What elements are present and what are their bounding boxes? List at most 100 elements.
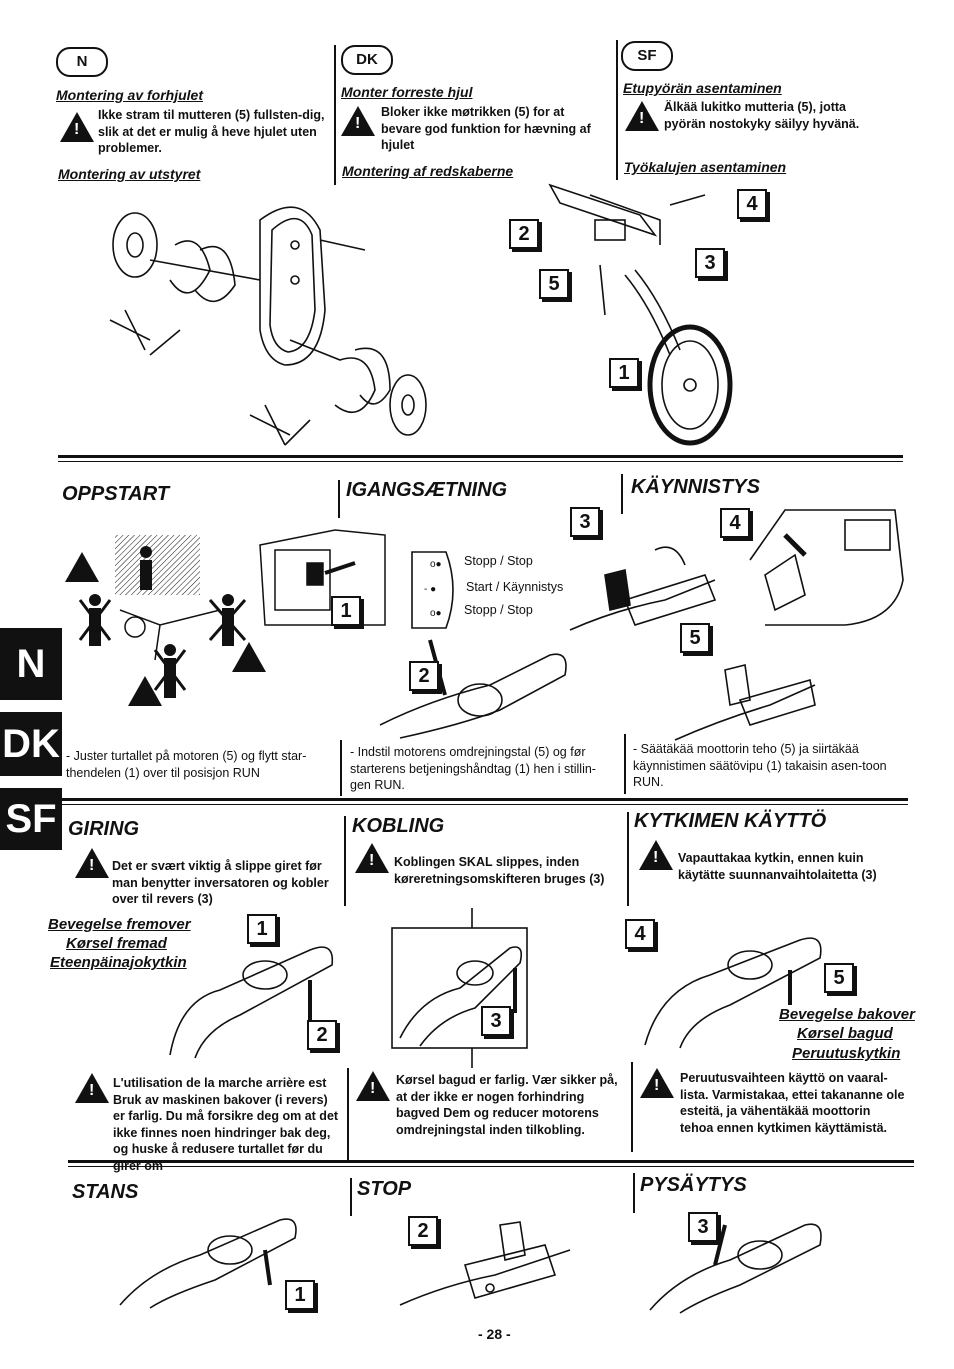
figure-tag: 1 [331,596,361,626]
figure-tag: 1 [247,914,277,944]
svg-text:o●: o● [430,559,442,570]
stop-grip-illustration [649,1223,822,1314]
stop-handle-illustration [119,1218,297,1309]
warning-icon [355,843,389,873]
heading-stop-n: STANS [72,1181,139,1203]
figure-tag: 2 [408,1216,438,1246]
column-divider [631,1062,633,1152]
section-divider [62,798,908,801]
heading-front-wheel-sf: Etupyörän asentaminen [623,80,782,96]
heading-start-dk: IGANGSÆTNING [346,479,508,501]
column-divider [347,1068,349,1160]
handle-grip-illustration [379,639,567,739]
clutch-lever-illustration [391,908,528,1068]
lever-illustration [674,664,816,741]
heading-stop-dk: STOP [357,1178,412,1200]
section-divider [68,1166,914,1167]
svg-text:- ●: - ● [424,584,436,595]
column-divider [334,45,336,185]
heading-tools-sf: Työkalujen asentaminen [624,159,787,175]
label-reverse-dk: Kørsel bagud [797,1025,893,1042]
warning-gear-dk: Koblingen SKAL slippes, inden køreretnin… [394,855,605,886]
figure-tag: 5 [680,623,710,653]
label-forward-dk: Kørsel fremad [66,935,167,952]
warning-icon [75,1073,109,1103]
side-tab-sf: SF [0,788,62,850]
section-divider [68,1160,914,1163]
stop-start-switch-diagram: o● - ● o● [411,551,454,629]
figure-tag: 3 [570,507,600,537]
start-instruction-sf: - Säätäkää moottorin teho (5) ja siirtäk… [633,742,887,789]
warning-front-wheel-sf: Älkää lukitko mutteria (5), jotta pyörän… [664,100,860,131]
warning-icon [60,112,94,142]
engine-illustration [749,509,904,626]
figure-tag: 3 [688,1212,718,1242]
lang-badge-sf: SF [621,41,673,71]
heading-gear-sf: KYTKIMEN KÄYTTÖ [634,810,827,832]
warning-gear-sf: Vapauttakaa kytkin, ennen kuin käytätte … [678,851,877,882]
section-divider [58,455,903,458]
figure-tag: 1 [285,1280,315,1310]
side-tab-dk: DK [0,712,62,776]
warning-icon [341,106,375,136]
figure-tag: 3 [481,1006,511,1036]
figure-tag: 3 [695,248,725,278]
reverse-warning-dk: Kørsel bagud er farlig. Vær sikker på, a… [396,1073,618,1137]
warning-gear-n: Det er svært viktig å slippe giret før m… [112,859,329,906]
lang-badge-dk: DK [341,45,393,75]
reverse-warning-n: L'utilisation de la marche arrière est B… [113,1076,339,1173]
column-divider [344,816,346,906]
heading-tools-dk: Montering af redskaberne [342,163,514,179]
reverse-warning-sf: Peruutusvaihteen käyttö on vaaral-lista.… [680,1071,905,1135]
warning-icon [356,1071,390,1101]
section-divider [62,804,908,805]
reverse-handle-illustration [644,937,822,1049]
front-wheel-illustration [548,183,733,446]
column-divider [340,740,342,796]
column-divider [627,812,629,906]
warning-icon [639,840,673,870]
column-divider [633,1173,635,1213]
column-divider [621,474,623,514]
page-number: - 28 - [478,1326,511,1342]
heading-tools-n: Montering av utstyret [58,166,201,182]
heading-gear-dk: KOBLING [352,815,445,837]
column-divider [350,1178,352,1216]
column-divider [338,480,340,518]
switch-label-stop: Stopp / Stop [464,603,533,617]
column-divider [624,734,626,794]
figure-tag: 2 [409,661,439,691]
figure-tag: 5 [539,269,569,299]
label-reverse-n: Bevegelse bakover [779,1006,915,1023]
warning-front-wheel-dk: Bloker ikke møtrikken (5) for at bevare … [381,105,591,152]
label-forward-n: Bevegelse fremover [48,916,191,933]
column-divider [616,40,618,180]
section-divider [58,461,903,462]
safety-zone-illustration [65,535,266,706]
throttle-lever-illustration [259,529,386,626]
forward-handle-illustration [169,946,334,1059]
figure-tag: 2 [509,219,539,249]
heading-start-n: OPPSTART [62,483,170,505]
lang-badge-n: N [56,47,108,77]
start-instruction-n: - Juster turtallet på motoren (5) og fly… [66,749,307,780]
label-reverse-sf: Peruutuskytkin [792,1045,901,1062]
lever-illustration [569,546,717,631]
side-tab-n: N [0,628,62,700]
warning-icon [75,848,109,878]
heading-gear-n: GIRING [68,818,140,840]
figure-tag: 4 [625,919,655,949]
warning-icon [625,101,659,131]
warning-front-wheel-n: Ikke stram til mutteren (5) fullsten-dig… [98,108,325,155]
warning-icon [640,1068,674,1098]
heading-start-sf: KÄYNNISTYS [631,476,760,498]
figure-tag: 4 [737,189,767,219]
start-instruction-dk: - Indstil motorens omdrejningstal (5) og… [350,745,596,792]
stop-lever-illustration [399,1221,571,1306]
figure-tag: 2 [307,1020,337,1050]
label-forward-sf: Eteenpäinajokytkin [50,954,187,971]
svg-text:o●: o● [430,608,442,619]
figure-tag: 4 [720,508,750,538]
heading-front-wheel-n: Montering av forhjulet [56,87,203,103]
figure-tag: 1 [609,358,639,388]
